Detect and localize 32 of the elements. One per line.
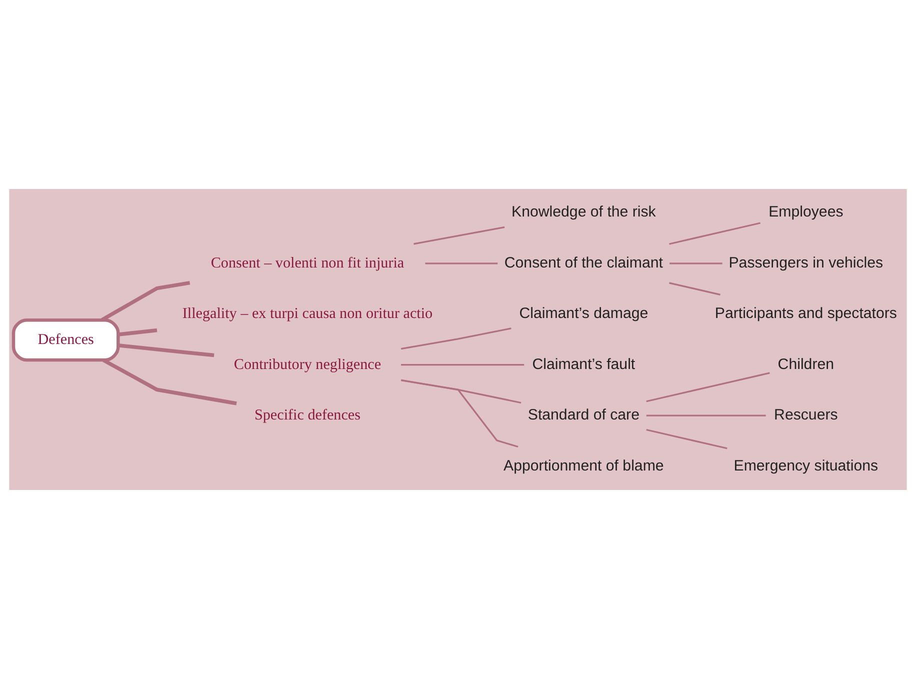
node-text: Emergency situations	[734, 456, 878, 474]
node-text: Knowledge of the risk	[512, 203, 656, 220]
node-text: Children	[778, 355, 834, 372]
connector	[102, 358, 237, 405]
connector	[400, 327, 512, 350]
connector	[414, 226, 505, 244]
node-text: Standard of care	[528, 406, 640, 424]
node-text: Specific defences	[254, 407, 361, 424]
connector	[118, 342, 214, 357]
connector	[669, 282, 720, 295]
node-text: Rescuers	[774, 406, 838, 424]
node-box: Defences	[12, 318, 120, 362]
node-text: Participants and spectators	[714, 304, 897, 322]
connector	[400, 378, 518, 448]
connector	[646, 428, 728, 449]
node-text: Passengers in vehicles	[728, 254, 884, 271]
connector	[400, 364, 524, 366]
connector	[669, 222, 760, 244]
node-text: Consent – volenti non fit injuria	[210, 254, 404, 271]
connector	[101, 280, 190, 321]
node-text: Consent of the claimant	[504, 254, 663, 271]
connector	[425, 262, 498, 264]
node-text: Claimant’s fault	[532, 355, 636, 372]
connector	[646, 414, 766, 416]
node-text: Contributory negligence	[234, 356, 382, 372]
node-text: Illegality – ex turpi causa non oritur actio	[182, 306, 433, 322]
connector	[646, 372, 770, 402]
node-text: Claimant’s damage	[519, 304, 648, 322]
connector	[670, 262, 722, 264]
node-text: Employees	[768, 203, 844, 220]
connector	[118, 328, 158, 336]
node-text: Apportionment of blame	[504, 456, 664, 474]
